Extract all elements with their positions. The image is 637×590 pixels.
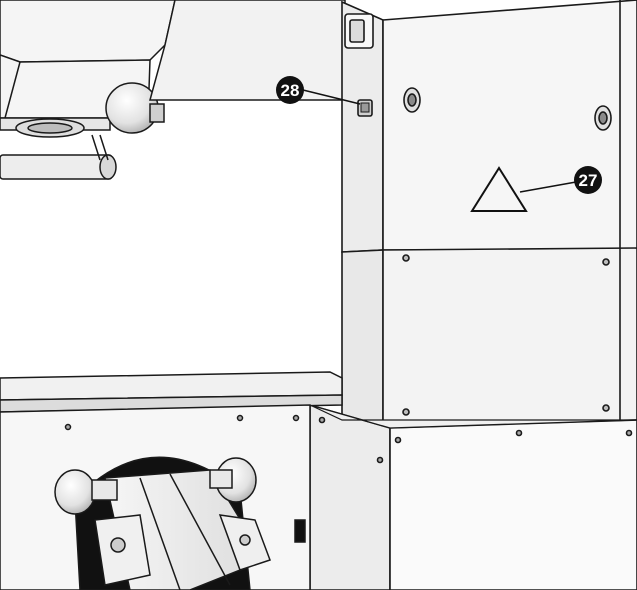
chute-assembly xyxy=(54,456,271,590)
back-wall xyxy=(149,0,346,101)
latch-right xyxy=(594,105,612,131)
base-cabinet xyxy=(309,403,637,590)
motor-assembly xyxy=(0,0,176,180)
upper-guard-panel xyxy=(382,0,637,251)
callout-27-label: 27 xyxy=(579,171,598,190)
warning-triangle-icon xyxy=(470,166,528,212)
callout-28: 28 xyxy=(276,76,361,105)
callout-27: 27 xyxy=(519,166,602,194)
vertical-column xyxy=(341,0,384,426)
lower-guard-panel xyxy=(382,247,637,426)
callout-28-label: 28 xyxy=(281,81,300,100)
latch-left xyxy=(403,87,421,113)
